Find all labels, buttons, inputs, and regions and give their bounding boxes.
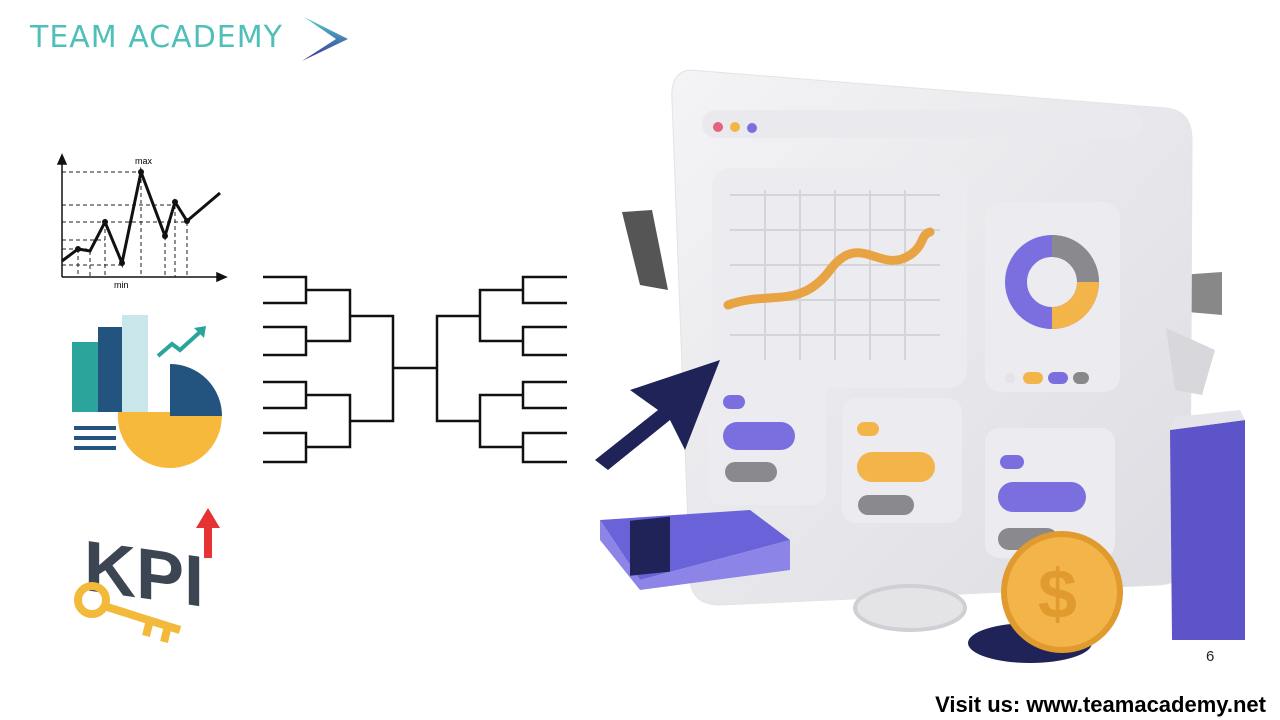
page-number: 6 bbox=[1206, 648, 1215, 665]
footer-website[interactable]: Visit us: www.teamacademy.net bbox=[935, 692, 1266, 717]
kpi-key-icon: KPI bbox=[74, 508, 220, 643]
min-label: min bbox=[114, 280, 129, 290]
bracket-diagram bbox=[263, 275, 567, 464]
chevron-right-icon bbox=[302, 17, 348, 61]
brand-logo: TEAM ACADEMY bbox=[0, 0, 360, 70]
bracket-left bbox=[622, 210, 668, 290]
bar-pie-chart-icon bbox=[72, 315, 222, 468]
coin-silver bbox=[853, 584, 967, 632]
dashboard-illustration: $ bbox=[595, 69, 1245, 663]
svg-text:$: $ bbox=[1038, 555, 1077, 633]
cube bbox=[1170, 420, 1245, 640]
brand-name: TEAM ACADEMY bbox=[30, 20, 283, 55]
cash-stack bbox=[600, 510, 790, 590]
max-label: max bbox=[135, 156, 153, 166]
window-close-dot bbox=[713, 122, 723, 132]
coin-gold bbox=[1001, 531, 1123, 653]
cursor-arrow-icon bbox=[595, 360, 720, 470]
trend-line bbox=[723, 227, 935, 310]
line-chart-icon: max min bbox=[56, 153, 228, 290]
